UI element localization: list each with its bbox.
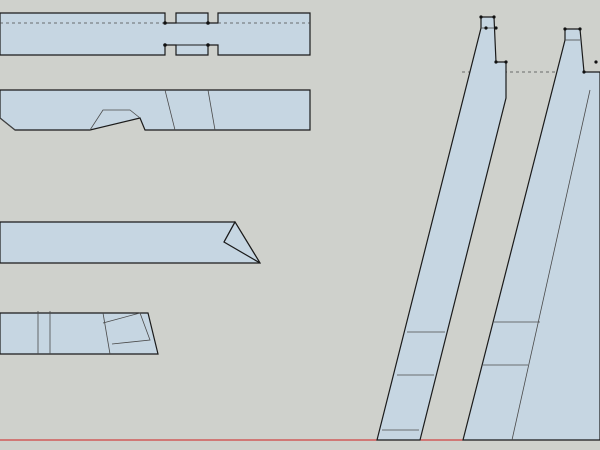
wedge-beam[interactable] [0, 220, 262, 264]
short-beam-seam-3 [102, 312, 111, 355]
vertex-marker[interactable] [492, 15, 496, 19]
tapered-beam-seam-2 [207, 89, 216, 131]
vertex-marker[interactable] [494, 26, 498, 30]
vertex-marker[interactable] [163, 43, 167, 47]
wedge-beam-tip-edge [223, 221, 236, 243]
short-beam[interactable] [0, 311, 159, 355]
notched-beam[interactable] [0, 12, 311, 56]
vertex-marker[interactable] [582, 70, 586, 74]
inclined-post-left[interactable] [376, 15, 508, 441]
tapered-beam-bevel [89, 109, 141, 131]
short-beam-face[interactable] [0, 312, 159, 355]
inclined-post-left-face[interactable] [376, 16, 507, 441]
tapered-beam-seam-1 [164, 89, 176, 131]
tapered-beam[interactable] [0, 89, 311, 131]
inclined-post-right-inner-edge [511, 89, 591, 441]
vertex-marker[interactable] [563, 27, 567, 31]
vertex-marker[interactable] [479, 15, 483, 19]
short-beam-bevel [102, 312, 151, 345]
tapered-beam-end-bevel [0, 117, 16, 131]
vertex-marker[interactable] [206, 21, 210, 25]
vertex-marker[interactable] [504, 60, 508, 64]
inclined-post-right[interactable] [462, 27, 600, 441]
vertex-marker[interactable] [163, 21, 167, 25]
vertex-marker[interactable] [594, 60, 598, 64]
wedge-beam-face[interactable] [0, 221, 262, 264]
notched-beam-face[interactable] [0, 12, 311, 56]
inclined-post-right-face[interactable] [462, 28, 600, 441]
vertex-marker[interactable] [494, 60, 498, 64]
vertex-marker[interactable] [206, 43, 210, 47]
vertex-marker[interactable] [578, 27, 582, 31]
tapered-beam-face[interactable] [0, 89, 311, 131]
vertex-marker[interactable] [484, 26, 488, 30]
